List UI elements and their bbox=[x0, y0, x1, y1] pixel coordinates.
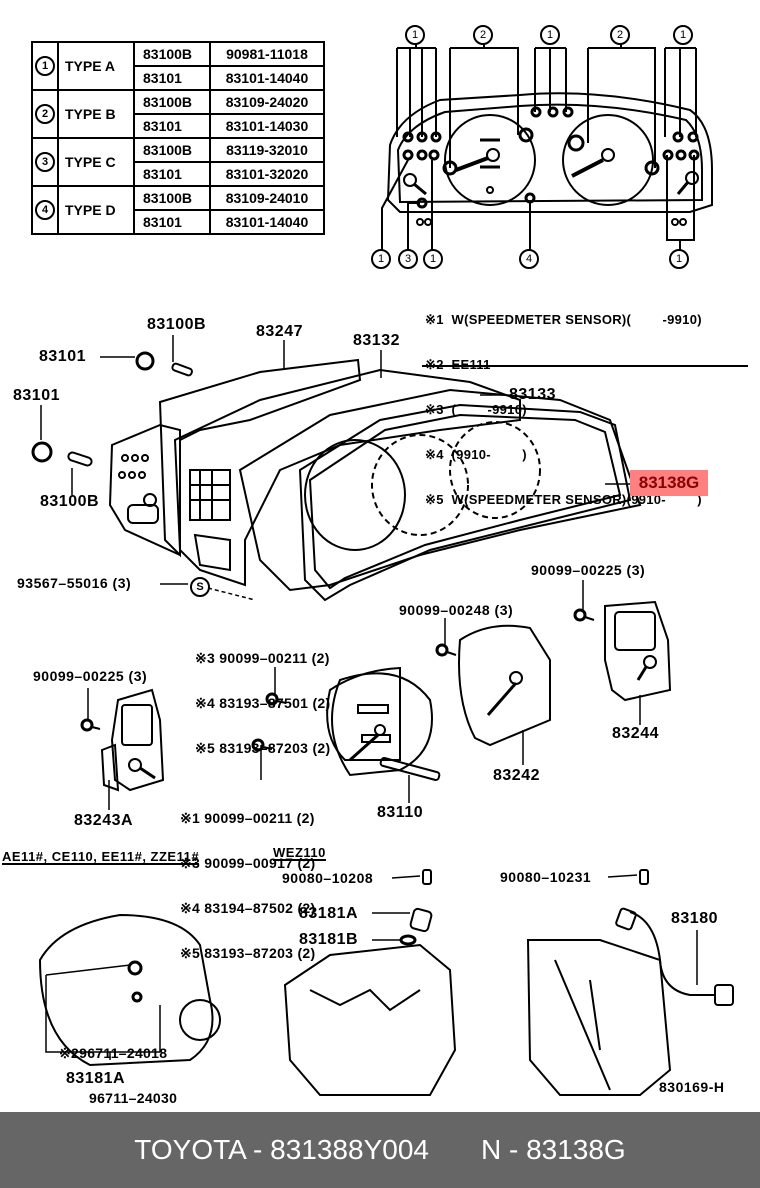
type-label: TYPE C bbox=[57, 137, 135, 187]
note-1: ※1 W(SPEEDMETER SENSOR)( -9910) bbox=[425, 312, 702, 327]
part-label-93567-55016[interactable]: 93567–55016 (3) bbox=[17, 575, 132, 591]
cluster-marker-top-4: 2 bbox=[610, 25, 630, 45]
applicability-notes: ※1 W(SPEEDMETER SENSOR)( -9910) ※2 EE111… bbox=[425, 282, 702, 522]
bulb-type-table: 1 TYPE A 83100B 90981-11018 83101 83101-… bbox=[31, 41, 325, 235]
screw-drawings bbox=[80, 608, 595, 752]
part-ref: 83100B bbox=[133, 137, 211, 163]
part-ref: 83101 bbox=[133, 209, 211, 235]
seal-2[interactable]: 96711–24030 bbox=[89, 1090, 178, 1106]
part-number: 83109-24010 bbox=[209, 185, 325, 211]
screw-b-4[interactable]: ※4 83194–87502 (2) bbox=[180, 900, 316, 916]
part-ref: 83101 bbox=[133, 161, 211, 187]
part-label-83133[interactable]: 83133 bbox=[509, 386, 556, 403]
note-4: ※4 (9910- ) bbox=[425, 447, 527, 462]
part-ref: 83101 bbox=[133, 113, 211, 139]
cluster-marker-top-1: 1 bbox=[405, 25, 425, 45]
screw-b-5[interactable]: ※5 83193–87203 (2) bbox=[180, 945, 316, 961]
type-label: TYPE B bbox=[57, 89, 135, 139]
marker-2: 2 bbox=[35, 104, 55, 124]
cluster-exploded-drawing bbox=[108, 358, 642, 602]
cluster-marker-bottom-5: 1 bbox=[669, 249, 689, 269]
model-applicability-mid: WEZ110 bbox=[273, 845, 326, 861]
circled-s-marker-shape bbox=[190, 577, 210, 597]
cluster-marker-bottom-1: 1 bbox=[371, 249, 391, 269]
screw-group-b: ※1 90099–00211 (2) ※3 90099–00917 (2) ※4… bbox=[180, 781, 315, 976]
cluster-marker-top-3: 1 bbox=[540, 25, 560, 45]
seal-1[interactable]: ※296711–24018 bbox=[59, 1045, 168, 1061]
note-5: ※5 W(SPEEDMETER SENSOR)(9910- ) bbox=[425, 492, 702, 507]
table-row-type-d-2: 83101 83101-14040 bbox=[32, 209, 325, 235]
screw-a-4[interactable]: ※4 83193–87501 (2) bbox=[195, 695, 331, 711]
part-number: 83101-14040 bbox=[209, 65, 325, 91]
part-ref: 83100B bbox=[133, 41, 211, 67]
part-label-83242[interactable]: 83242 bbox=[493, 767, 540, 784]
part-label-83101-top[interactable]: 83101 bbox=[39, 348, 86, 365]
part-number: 83109-24020 bbox=[209, 89, 325, 115]
marker-3: 3 bbox=[35, 152, 55, 172]
screw-b-1[interactable]: ※1 90099–00211 (2) bbox=[180, 810, 315, 826]
part-label-90080-10231[interactable]: 90080–10231 bbox=[500, 869, 592, 885]
part-ref: 83101 bbox=[133, 65, 211, 91]
footer-ref-part-number: N - 83138G bbox=[480, 1134, 626, 1165]
table-row-type-b-2: 83101 83101-14030 bbox=[32, 113, 325, 139]
part-label-83100b-left[interactable]: 83100B bbox=[40, 493, 100, 510]
cluster-marker-bottom-2: 3 bbox=[398, 249, 418, 269]
part-label-83247[interactable]: 83247 bbox=[256, 323, 303, 340]
speed-sensor-drawings bbox=[127, 869, 734, 1006]
part-label-83181a-bottom[interactable]: 83181A bbox=[66, 1070, 126, 1087]
table-row-type-b: 2 TYPE B 83100B 83109-24020 bbox=[31, 89, 325, 139]
part-info-footer: TOYOTA - 831388Y004 N - 83138G bbox=[0, 1112, 760, 1188]
part-label-83100b-top[interactable]: 83100B bbox=[147, 316, 207, 333]
screw-group-a: ※3 90099–00211 (2) ※4 83193–87501 (2) ※5… bbox=[195, 621, 330, 771]
part-number: 83101-14030 bbox=[209, 113, 325, 139]
table-row-type-a-2: 83101 83101-14040 bbox=[32, 65, 325, 91]
part-label-83243a[interactable]: 83243A bbox=[74, 812, 134, 829]
marker-1: 1 bbox=[35, 56, 55, 76]
part-label-83110[interactable]: 83110 bbox=[377, 804, 424, 821]
screw-a-5[interactable]: ※5 83193–87203 (2) bbox=[195, 740, 331, 756]
type-label: TYPE D bbox=[57, 185, 135, 235]
part-label-83181a-mid[interactable]: 83181A bbox=[299, 905, 359, 922]
type-label: TYPE A bbox=[57, 41, 135, 91]
part-label-83101-left[interactable]: 83101 bbox=[13, 387, 60, 404]
screw-a-3[interactable]: ※3 90099–00211 (2) bbox=[195, 650, 330, 666]
transmission-drawings bbox=[38, 913, 672, 1096]
cluster-marker-top-2: 2 bbox=[473, 25, 493, 45]
part-label-83138g-highlighted[interactable]: 83138G bbox=[630, 470, 708, 496]
table-row-type-c-2: 83101 83101-32020 bbox=[32, 161, 325, 187]
part-ref: 83100B bbox=[133, 185, 211, 211]
part-label-90080-10208[interactable]: 90080–10208 bbox=[282, 870, 374, 886]
cluster-reference-drawing bbox=[381, 44, 713, 250]
cluster-marker-bottom-4: 4 bbox=[519, 249, 539, 269]
note-2: ※2 EE111 bbox=[425, 357, 491, 372]
part-label-83244[interactable]: 83244 bbox=[612, 725, 659, 742]
marker-4: 4 bbox=[35, 200, 55, 220]
table-row-type-a: 1 TYPE A 83100B 90981-11018 bbox=[31, 41, 325, 91]
part-number: 90981-11018 bbox=[209, 41, 325, 67]
table-row-type-d: 4 TYPE D 83100B 83109-24010 bbox=[31, 185, 325, 235]
cluster-marker-bottom-3: 1 bbox=[423, 249, 443, 269]
model-applicability-left: AE11#, CE110, EE11#, ZZE11# bbox=[2, 849, 200, 865]
part-label-90099-00225-right[interactable]: 90099–00225 (3) bbox=[531, 562, 646, 578]
leader-lines bbox=[40, 335, 698, 1060]
cluster-marker-top-5: 1 bbox=[673, 25, 693, 45]
part-label-90099-00225-left[interactable]: 90099–00225 (3) bbox=[33, 668, 148, 684]
footer-brand-part-number: TOYOTA - 831388Y004 bbox=[134, 1134, 429, 1165]
circled-s-marker: S bbox=[196, 581, 204, 593]
part-number: 83101-14040 bbox=[209, 209, 325, 235]
bulb-socket-drawing bbox=[31, 351, 193, 467]
part-label-83181b[interactable]: 83181B bbox=[299, 931, 359, 948]
drawing-id: 830169-H bbox=[659, 1079, 725, 1095]
part-number: 83101-32020 bbox=[209, 161, 325, 187]
table-row-type-c: 3 TYPE C 83100B 83119-32010 bbox=[31, 137, 325, 187]
part-number: 83119-32010 bbox=[209, 137, 325, 163]
part-label-83180[interactable]: 83180 bbox=[671, 910, 718, 927]
part-ref: 83100B bbox=[133, 89, 211, 115]
part-label-83132[interactable]: 83132 bbox=[353, 332, 400, 349]
seal-group: ※296711–24018 96711–24030 bbox=[59, 1016, 177, 1121]
gauge-drawings bbox=[100, 600, 672, 792]
part-label-90099-00248[interactable]: 90099–00248 (3) bbox=[399, 602, 514, 618]
note-3: ※3 ( -9910) bbox=[425, 402, 527, 417]
